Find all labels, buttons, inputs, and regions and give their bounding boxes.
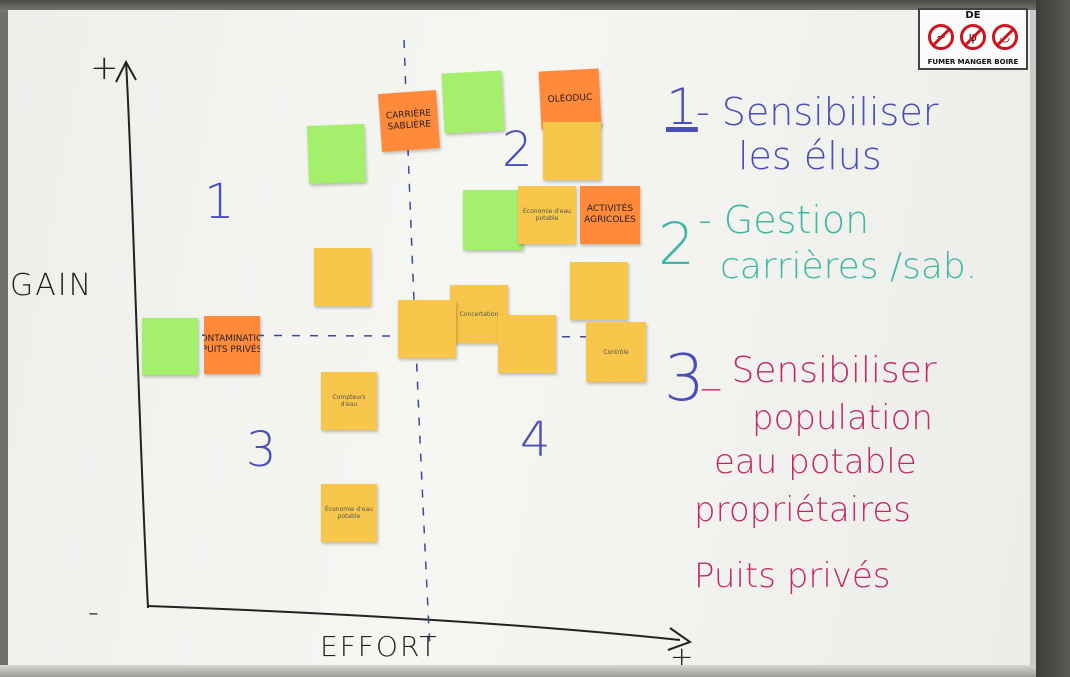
sign-title: DE — [965, 10, 981, 21]
priority-1-number: 1 — [666, 78, 698, 136]
sticky-note-yellow — [570, 262, 628, 320]
y-axis-arrowhead — [115, 59, 137, 83]
sign-caption: FUMER MANGER BOIRE — [927, 58, 1019, 66]
sticky-note-activites: ACTIVITÉS AGRICOLES — [580, 186, 640, 244]
quadrant-1-label: 1 — [204, 174, 235, 230]
board-frame-top — [0, 0, 1070, 12]
y-axis-minus: - — [88, 595, 99, 630]
sticky-note-yellow — [498, 315, 556, 373]
whiteboard: + - GAIN EFFORT + 1 2 3 4 CARRIÈRE SABLI… — [8, 10, 1036, 677]
sticky-note-yellow — [314, 248, 371, 306]
no-eating-icon: ψ — [960, 24, 986, 50]
sticky-note-yellow — [398, 300, 456, 358]
y-axis-plus: + — [90, 48, 119, 88]
priority-2-number: 2 — [658, 210, 695, 278]
x-axis-plus: + — [670, 640, 694, 673]
sticky-note-carriere: CARRIÈRE SABLIÈRE — [378, 90, 440, 152]
sticky-note-yellow — [543, 122, 601, 180]
sticky-note-economie-bottom: Économie d'eau potable — [321, 484, 377, 542]
sticky-note-economie-top: Économie d'eau potable — [518, 186, 576, 244]
priority-3-line-4: propriétaires — [694, 490, 912, 530]
marker-tray — [0, 665, 1036, 677]
priority-3-line-1: _ Sensibiliser — [702, 350, 937, 391]
x-axis-line — [147, 605, 681, 641]
no-smoking-icon: ~ — [928, 24, 954, 50]
sticky-note-green — [142, 318, 198, 375]
quadrant-4-label: 4 — [520, 412, 551, 468]
y-axis-line — [125, 61, 149, 609]
sticky-note-green — [441, 70, 505, 134]
priority-1-line-2: les élus — [738, 134, 882, 178]
priority-3-line-3: eau potable — [714, 442, 917, 482]
board-frame-right — [1036, 0, 1070, 677]
quadrant-3-label: 3 — [246, 422, 277, 478]
sticky-note-green — [307, 124, 366, 184]
sticky-note-oleoduc: OLÉODUC — [538, 68, 602, 130]
priority-3-line-5: Puits privés — [694, 556, 891, 596]
sticky-note-controle: Contrôle — [586, 322, 646, 382]
priority-1-line-1: - Sensibiliser — [696, 90, 939, 134]
y-axis-label: GAIN — [10, 268, 94, 303]
sticky-note-contamination: CONTAMINATION PUITS PRIVÉS — [204, 316, 260, 374]
sticky-note-green — [463, 190, 523, 250]
priority-3-number: 3 — [664, 342, 705, 416]
no-smoking-eating-drinking-sign: DE ~ ψ ◡ FUMER MANGER BOIRE — [918, 8, 1028, 70]
sticky-note-compteurs: Compteurs d'eau — [321, 372, 377, 430]
priority-2-line-2: carrières /sab. — [720, 246, 978, 287]
no-drinking-icon: ◡ — [992, 24, 1018, 50]
x-axis-arrowhead — [667, 627, 693, 651]
quadrant-2-label: 2 — [502, 122, 533, 178]
x-axis-label: EFFORT — [320, 630, 439, 663]
priority-2-line-1: - Gestion — [698, 198, 870, 242]
priority-3-line-2: population — [752, 398, 933, 438]
